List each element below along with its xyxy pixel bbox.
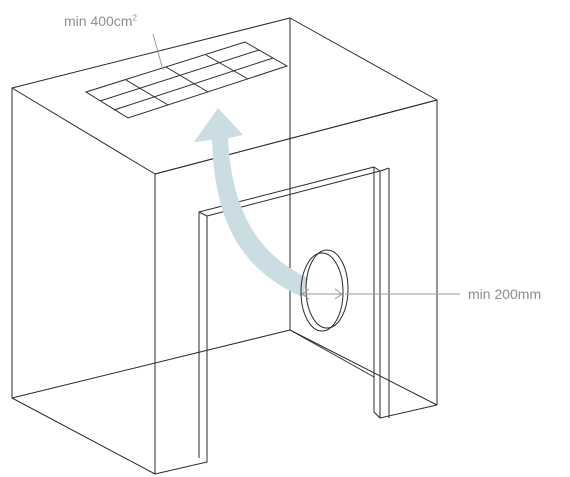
vent-grille-row xyxy=(113,57,274,111)
duct-ellipse-front xyxy=(300,252,344,332)
duct-opening xyxy=(300,249,349,332)
left-side-face xyxy=(11,88,156,475)
duct-diameter-label: min 200mm xyxy=(468,287,541,301)
airflow-arrow-body xyxy=(194,108,308,297)
opening-right-top xyxy=(379,167,390,172)
opening-back-edge xyxy=(198,211,208,458)
dimension-arrowhead-left xyxy=(301,288,310,300)
vent-grille-frame xyxy=(84,41,289,119)
vent-grille-col xyxy=(205,54,249,80)
front-opening xyxy=(154,166,438,475)
vent-grille-col xyxy=(125,79,169,106)
duct-ellipse-back xyxy=(305,249,349,329)
vent-grille xyxy=(84,41,289,119)
vent-area-text: min 400cm xyxy=(64,13,133,29)
opening-bottom-right xyxy=(373,411,381,419)
duct-diameter-text: min 200mm xyxy=(468,286,542,302)
vent-area-superscript: 2 xyxy=(132,13,137,23)
floor-outline xyxy=(11,329,438,406)
vent-leader-line xyxy=(152,33,164,71)
front-left-pillar xyxy=(154,170,438,475)
vent-area-label: min 400cm2 xyxy=(64,14,137,28)
airflow-arrow-icon xyxy=(194,108,308,297)
back-wall-base xyxy=(289,329,375,378)
dimension-arrowhead-right xyxy=(334,288,343,300)
front-face-outline xyxy=(154,99,438,175)
dimension-annotations xyxy=(152,33,460,300)
vent-grille-col xyxy=(165,66,209,93)
